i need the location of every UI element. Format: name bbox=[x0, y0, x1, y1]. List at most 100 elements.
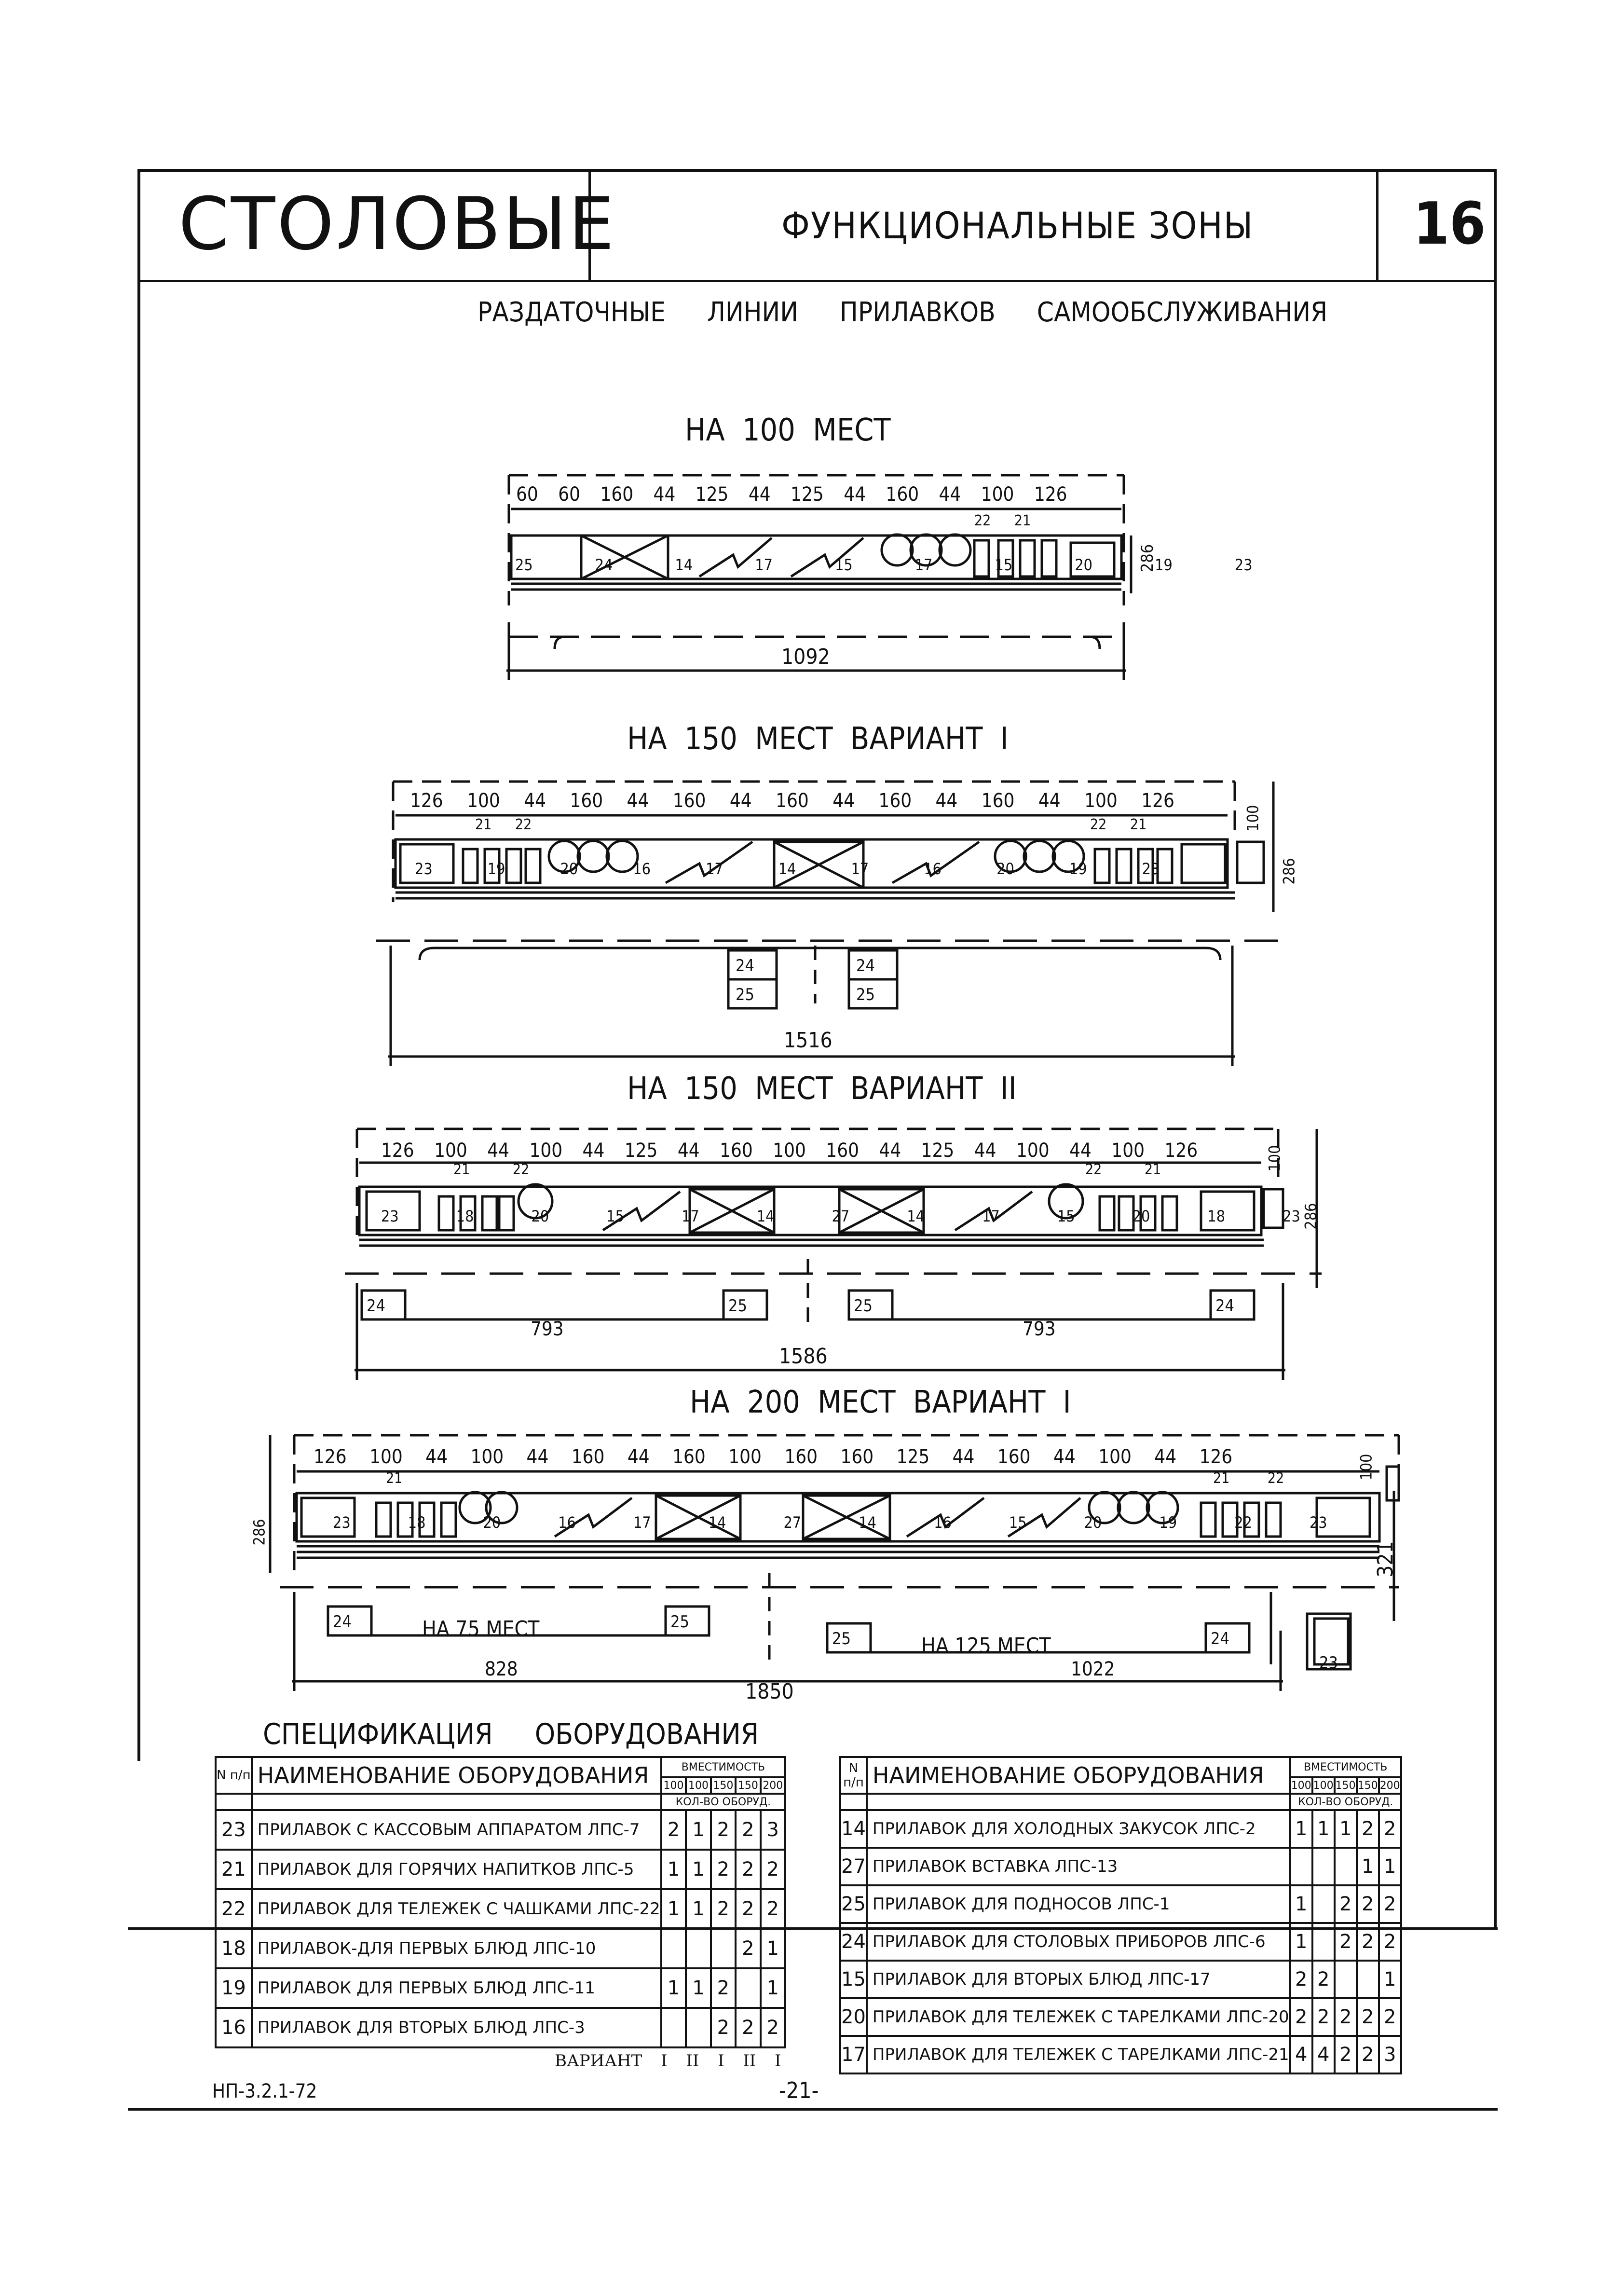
row-value: 1 bbox=[685, 1809, 712, 1851]
plan-200-total: 1850 bbox=[745, 1679, 794, 1704]
col-name-header: НАИМЕНОВАНИЕ ОБОРУДОВАНИЯ bbox=[865, 1756, 1291, 1795]
row-name: ПРИЛАВОК ДЛЯ ПОДНОСОВ ЛПС-1 bbox=[865, 1884, 1291, 1924]
cap-cell: 100 bbox=[660, 1776, 687, 1795]
row-name: ПРИЛАВОК ДЛЯ ГОРЯЧИХ НАПИТКОВ ЛПС-5 bbox=[250, 1849, 662, 1890]
row-no: 23 bbox=[215, 1809, 253, 1851]
page-title: СТОЛОВЫЕ bbox=[178, 182, 616, 266]
row-value: 2 bbox=[710, 2007, 737, 2048]
variant-row: ВАРИАНТ I II I II I bbox=[555, 2051, 781, 2071]
cap-cell: 150 bbox=[735, 1776, 762, 1795]
plan-150b-subdims-left: 21 22 bbox=[453, 1161, 530, 1178]
row-value: 2 bbox=[1289, 1960, 1313, 1999]
plan-200-side: 100 bbox=[1357, 1454, 1376, 1481]
row-value: 1 bbox=[759, 1928, 787, 1969]
plan-150b-below-4: 24 bbox=[1215, 1296, 1234, 1316]
row-value: 2 bbox=[759, 1888, 787, 1930]
plan-100-subdims: 22 21 bbox=[974, 512, 1031, 529]
row-no: 14 bbox=[839, 1809, 868, 1849]
spec-title: СПЕЦИФИКАЦИЯ ОБОРУДОВАНИЯ bbox=[263, 1717, 759, 1751]
row-name: ПРИЛАВОК ДЛЯ ТЕЛЕЖЕК С ЧАШКАМИ ЛПС-22 bbox=[250, 1888, 662, 1930]
plan-150a-below: 24 bbox=[736, 956, 754, 975]
col-cap-header: ВМЕСТИМОСТЬ bbox=[1289, 1756, 1402, 1778]
row-value bbox=[685, 2007, 712, 2048]
row-value: 2 bbox=[1378, 1922, 1402, 1962]
cap-cell: 100 bbox=[685, 1776, 712, 1795]
row-value: 1 bbox=[1289, 1809, 1313, 1849]
row-no: 16 bbox=[215, 2007, 253, 2048]
row-name: ПРИЛАВОК-ДЛЯ ПЕРВЫХ БЛЮД ЛПС-10 bbox=[250, 1928, 662, 1969]
row-name: ПРИЛАВОК ДЛЯ ВТОРЫХ БЛЮД ЛПС-17 bbox=[865, 1960, 1291, 1999]
row-value: 2 bbox=[1333, 2035, 1358, 2074]
plan-150a-subdims-left: 21 22 bbox=[475, 816, 532, 833]
row-name: ПРИЛАВОК ВСТАВКА ЛПС-13 bbox=[865, 1847, 1291, 1886]
section-title: РАЗДАТОЧНЫЕ ЛИНИИ ПРИЛАВКОВ САМООБСЛУЖИВ… bbox=[478, 297, 1328, 328]
row-value: 2 bbox=[1378, 1997, 1402, 2037]
col-no-header: N п/п bbox=[215, 1756, 253, 1795]
plan-200-items: 23 18 20 16 17 14 27 14 16 15 20 19 22 2… bbox=[333, 1513, 1327, 1532]
row-value: 2 bbox=[735, 1888, 762, 1930]
cap-cell: 200 bbox=[1378, 1776, 1402, 1795]
row-no: 22 bbox=[215, 1888, 253, 1930]
plan-100-dims: 60 60 160 44 125 44 125 44 160 44 100 12… bbox=[516, 483, 1067, 506]
sheet-number: 16 bbox=[1413, 191, 1486, 258]
plan-150b-total: 1586 bbox=[779, 1344, 828, 1369]
row-value: 2 bbox=[1378, 1884, 1402, 1924]
row-value: 2 bbox=[1333, 1997, 1358, 2037]
plan-150b-subdims-right: 22 21 bbox=[1085, 1161, 1161, 1178]
cap-cell: 100 bbox=[1311, 1776, 1336, 1795]
plan-150b-below-3: 25 bbox=[854, 1296, 873, 1316]
row-name: ПРИЛАВОК ДЛЯ ТЕЛЕЖЕК С ТАРЕЛКАМИ ЛПС-21 bbox=[865, 2035, 1291, 2074]
row-value: 2 bbox=[1378, 1809, 1402, 1849]
plan-150b-half-left: 793 bbox=[531, 1318, 564, 1340]
row-value: 3 bbox=[1378, 2035, 1402, 2074]
row-value: 1 bbox=[1289, 1884, 1313, 1924]
plan-200-below-1: 24 bbox=[333, 1612, 352, 1632]
plan-150b-title: НА 150 МЕСТ ВАРИАНТ II bbox=[627, 1071, 1017, 1107]
plan-150a-dims: 126 100 44 160 44 160 44 160 44 160 44 1… bbox=[410, 790, 1174, 812]
plan-200-below-3: 25 bbox=[832, 1629, 851, 1648]
cap-cell: 100 bbox=[1289, 1776, 1313, 1795]
row-no: 19 bbox=[215, 1967, 253, 2009]
row-no: 15 bbox=[839, 1960, 868, 1999]
row-name: ПРИЛАВОК ДЛЯ ТЕЛЕЖЕК С ТАРЕЛКАМИ ЛПС-20 bbox=[865, 1997, 1291, 2037]
row-value: 2 bbox=[1311, 1960, 1336, 1999]
row-value bbox=[660, 1928, 687, 1969]
plan-150a-total: 1516 bbox=[784, 1028, 832, 1053]
row-value: 2 bbox=[735, 1849, 762, 1890]
row-value: 2 bbox=[710, 1888, 737, 1930]
row-value: 2 bbox=[735, 2007, 762, 2048]
row-value: 1 bbox=[1333, 1809, 1358, 1849]
row-name: ПРИЛАВОК ДЛЯ ХОЛОДНЫХ ЗАКУСОК ЛПС-2 bbox=[865, 1809, 1291, 1849]
row-value: 4 bbox=[1311, 2035, 1336, 2074]
row-value: 2 bbox=[735, 1809, 762, 1851]
plan-200-below-4: 24 bbox=[1211, 1629, 1229, 1648]
col-name-header: НАИМЕНОВАНИЕ ОБОРУДОВАНИЯ bbox=[250, 1756, 662, 1795]
page-number: -21- bbox=[779, 2077, 819, 2103]
row-value: 2 bbox=[660, 1809, 687, 1851]
row-value bbox=[1311, 1922, 1336, 1962]
row-no: 24 bbox=[839, 1922, 868, 1962]
row-no: 20 bbox=[839, 1997, 868, 2037]
row-value: 2 bbox=[1355, 1997, 1380, 2037]
row-value: 2 bbox=[1289, 1997, 1313, 2037]
plan-150b-below-2: 25 bbox=[728, 1296, 747, 1316]
row-value: 2 bbox=[759, 1849, 787, 1890]
col-no-header: N п/п bbox=[839, 1756, 868, 1795]
plan-150a-below-2: 25 bbox=[736, 985, 754, 1004]
plan-150a-items: 23 19 20 16 17 14 17 16 20 19 23 bbox=[415, 860, 1160, 878]
plan-150b-dims: 126 100 44 100 44 125 44 160 100 160 44 … bbox=[381, 1140, 1198, 1162]
qty-header: КОЛ-ВО ОБОРУД. bbox=[660, 1793, 787, 1811]
